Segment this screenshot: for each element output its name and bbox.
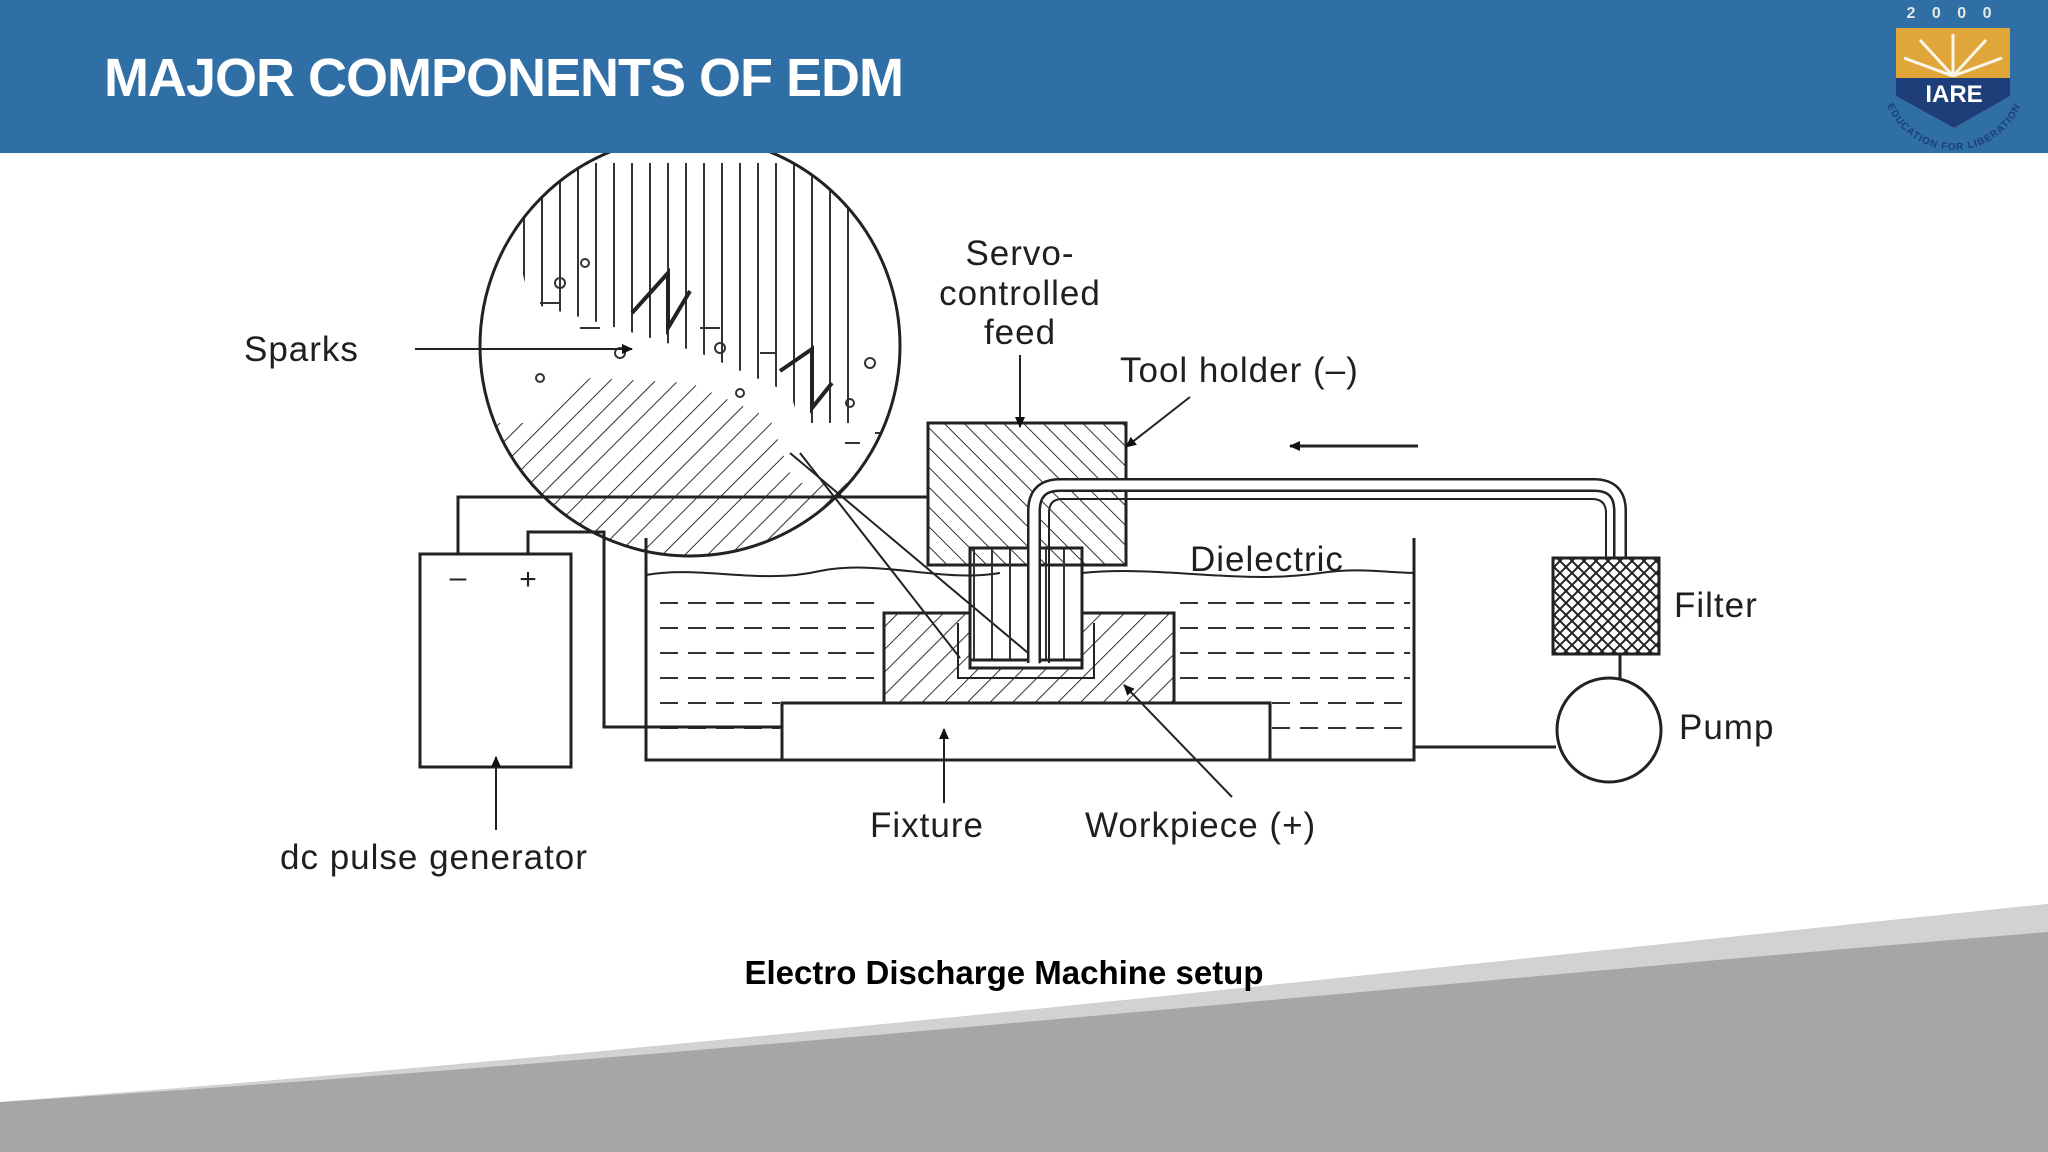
label-servo-line1: Servo- — [965, 234, 1074, 273]
header-bar: MAJOR COMPONENTS OF EDM — [0, 0, 2048, 153]
tool-electrode — [968, 546, 1084, 662]
label-servo-line3: feed — [984, 313, 1056, 352]
logo-name: IARE — [1925, 81, 1982, 108]
positive-wire — [526, 530, 782, 729]
pump — [1555, 676, 1663, 784]
label-dc-pulse-generator: dc pulse generator — [280, 838, 588, 877]
plus-terminal: + — [519, 563, 537, 596]
label-sparks: Sparks — [244, 330, 359, 369]
label-filter: Filter — [1674, 586, 1758, 625]
label-tool-holder: Tool holder (–) — [1120, 351, 1359, 390]
label-pump: Pump — [1679, 708, 1774, 747]
logo-year: 2 0 0 0 — [1907, 5, 1998, 22]
workpiece — [882, 611, 1176, 705]
label-servo-line2: controlled — [939, 274, 1101, 313]
dc-pulse-generator — [418, 552, 573, 769]
bottom-swoosh — [0, 904, 2048, 1152]
spark-detail-magnifier — [478, 153, 902, 558]
dielectric-surface — [645, 566, 1001, 578]
iare-logo: 2 0 0 0 IARE EDUCATION FOR LIBERATION — [1885, 5, 2023, 153]
slide-title: MAJOR COMPONENTS OF EDM — [104, 48, 904, 108]
negative-wire — [456, 495, 928, 554]
figure-caption: Electro Discharge Machine setup — [744, 954, 1264, 991]
filter — [1551, 556, 1661, 656]
label-workpiece: Workpiece (+) — [1085, 806, 1316, 845]
fixture — [780, 701, 1272, 762]
label-fixture: Fixture — [870, 806, 984, 845]
edm-setup-diagram: – + Sparks Servo- controlled feed Tool h… — [244, 153, 1774, 877]
label-dielectric: Dielectric — [1190, 540, 1344, 579]
minus-terminal: – — [450, 561, 467, 594]
